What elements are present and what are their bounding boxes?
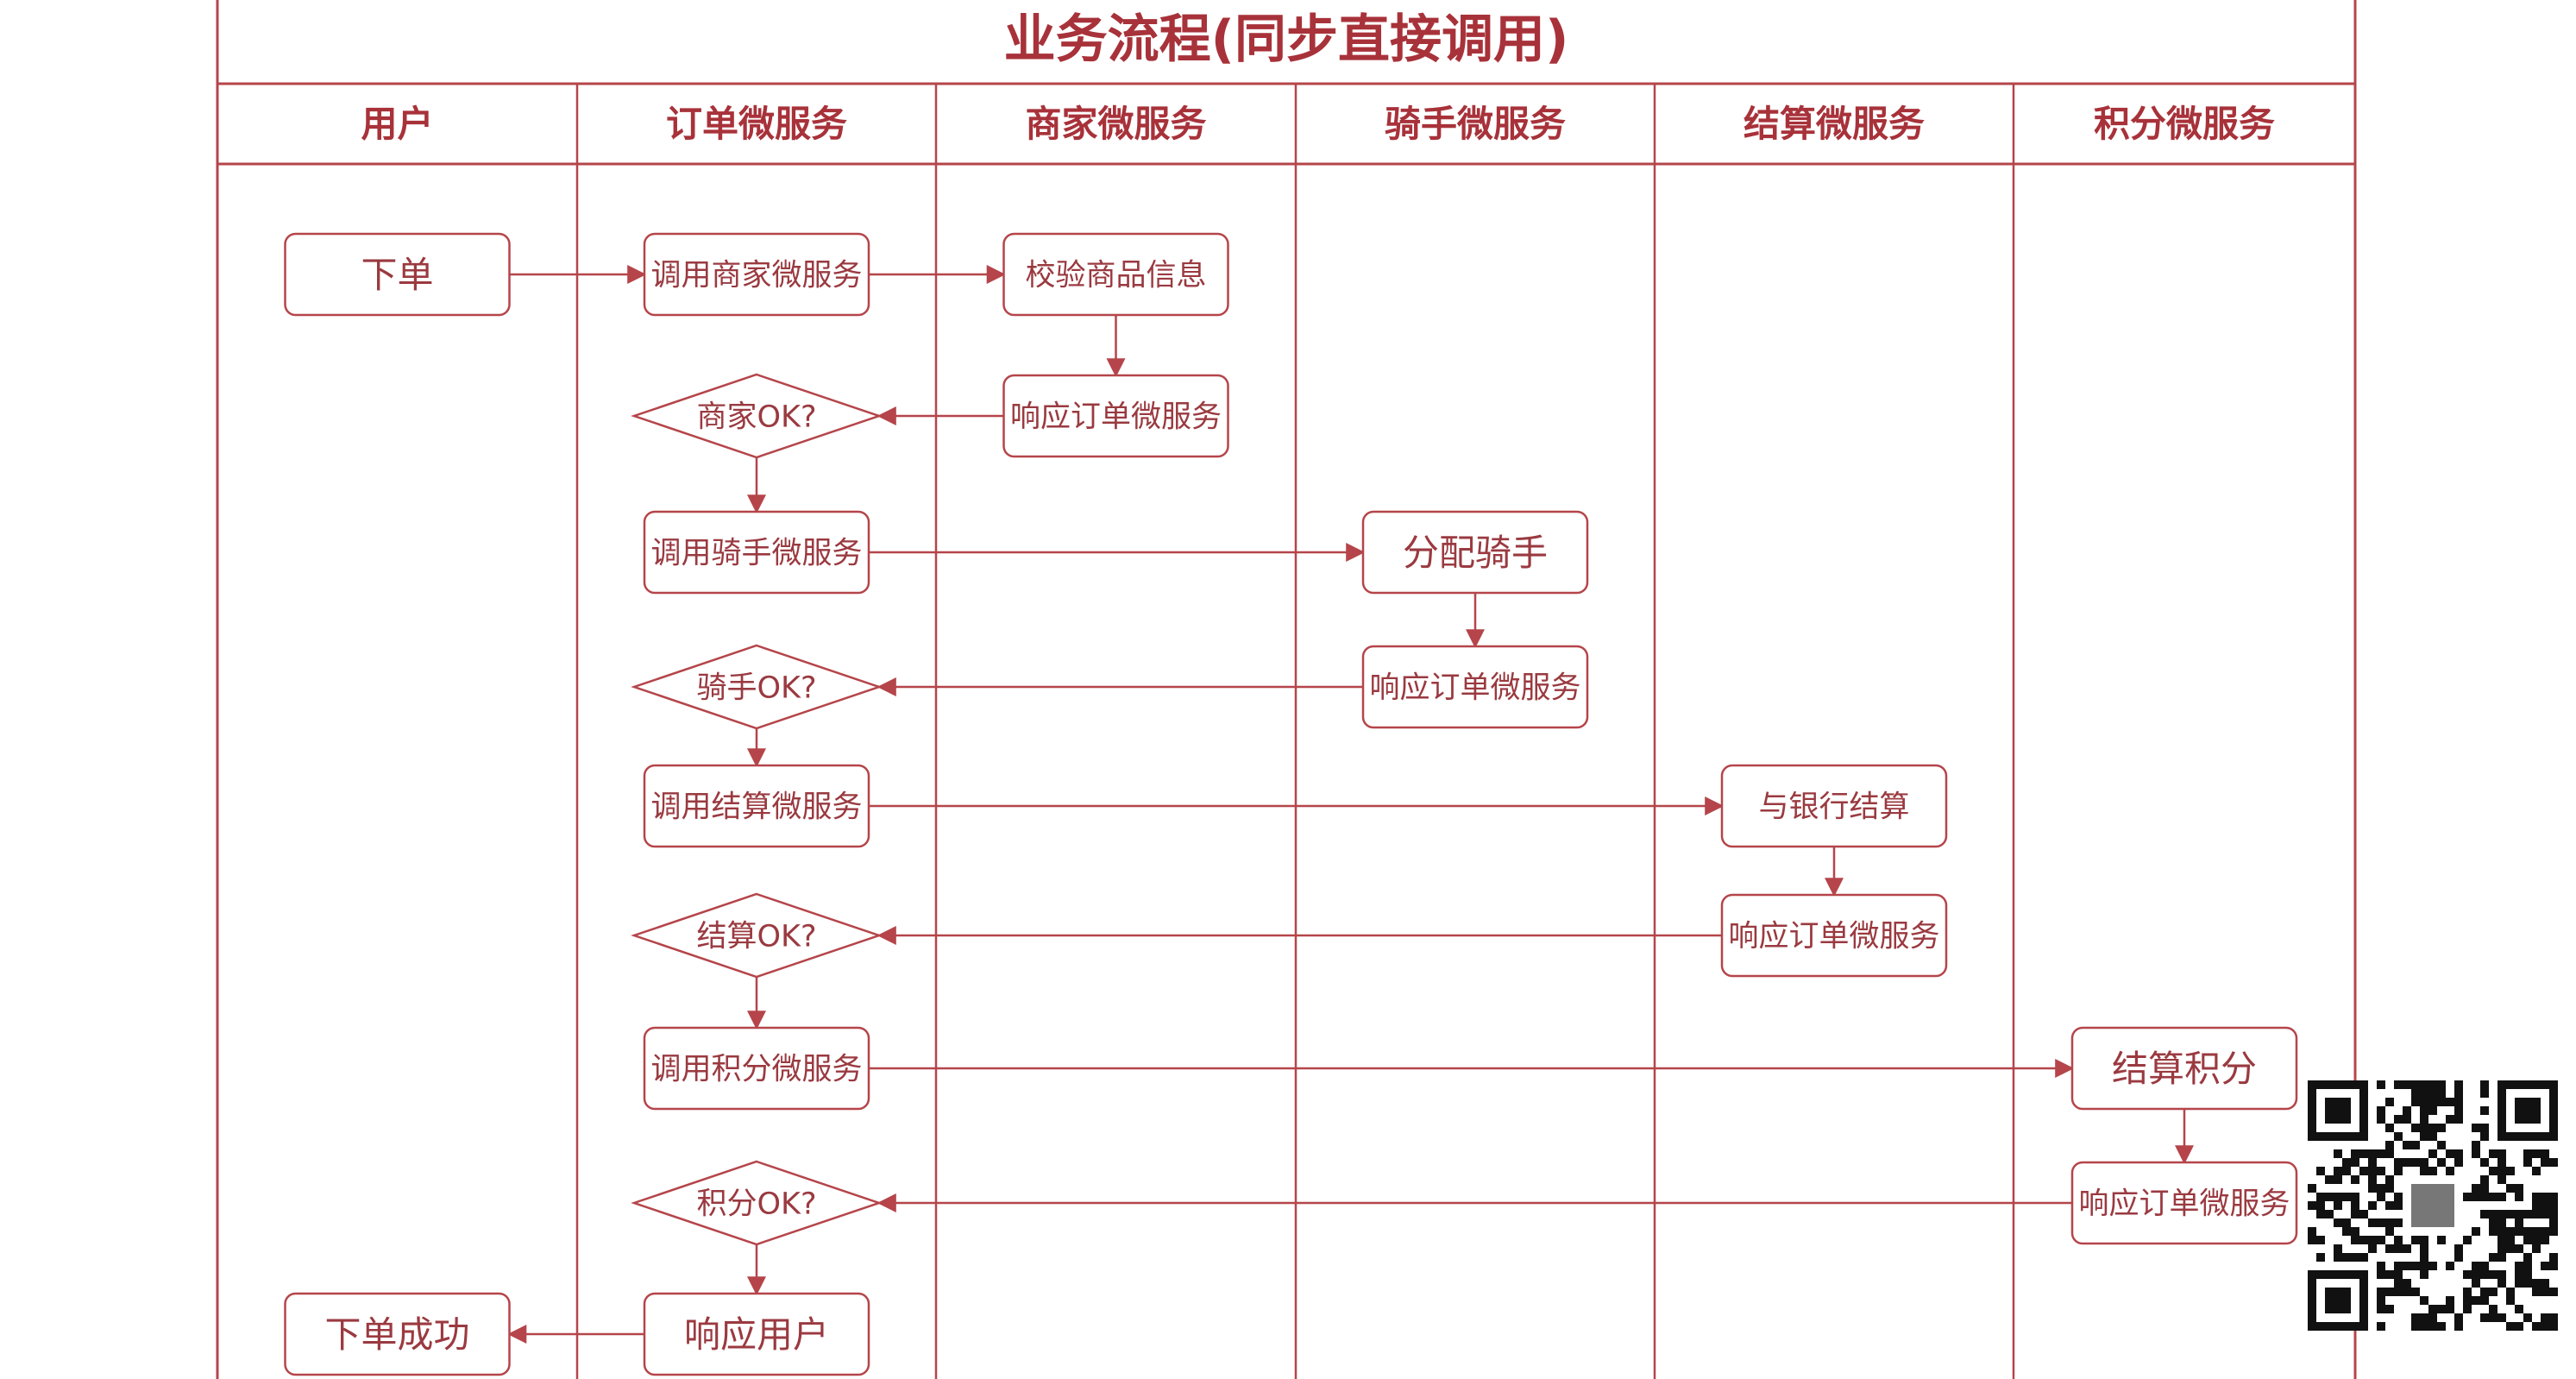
process-box bbox=[643, 764, 870, 848]
process-box bbox=[643, 1292, 870, 1376]
process-box bbox=[643, 510, 870, 595]
decision-shape bbox=[631, 644, 883, 730]
node-label: 校验商品信息 bbox=[1025, 259, 1206, 293]
node-label: 响应订单微服务 bbox=[1728, 920, 1939, 954]
process-settlement_reply: 响应订单微服务 bbox=[1720, 893, 1948, 978]
node-label: 响应订单微服务 bbox=[2078, 1187, 2290, 1222]
process-box bbox=[1720, 893, 1948, 978]
process-box bbox=[284, 1292, 511, 1376]
diagram-title: 业务流程(同步直接调用) bbox=[1004, 9, 1569, 70]
flow-edges bbox=[507, 265, 2194, 1344]
process-order_success: 下单成功 bbox=[284, 1292, 511, 1376]
decision-settlement_ok: 结算OK? bbox=[631, 892, 883, 979]
node-label: 响应用户 bbox=[684, 1313, 829, 1356]
node-label: 调用积分微服务 bbox=[650, 1053, 862, 1087]
decision-shape bbox=[631, 892, 883, 979]
lane-dividers bbox=[575, 84, 2015, 1379]
node-label: 结算积分 bbox=[2112, 1048, 2257, 1090]
lane-header-user: 用户 bbox=[361, 103, 433, 145]
lane-header-rider: 骑手微服务 bbox=[1385, 103, 1566, 145]
node-label: 调用结算微服务 bbox=[650, 790, 862, 825]
process-call_points: 调用积分微服务 bbox=[643, 1026, 870, 1111]
process-box bbox=[1361, 510, 1589, 595]
flow-nodes: 下单调用商家微服务校验商品信息响应订单微服务商家OK?调用骑手微服务分配骑手响应… bbox=[284, 232, 2298, 1376]
node-label: 响应订单微服务 bbox=[1369, 671, 1580, 706]
decision-merchant_ok: 商家OK? bbox=[631, 373, 883, 459]
process-place_order: 下单 bbox=[284, 232, 511, 317]
node-label: 下单成功 bbox=[324, 1313, 469, 1356]
decision-points_ok: 积分OK? bbox=[631, 1160, 883, 1246]
decision-shape bbox=[631, 1160, 883, 1246]
node-label: 与银行结算 bbox=[1758, 790, 1909, 825]
node-label: 调用商家微服务 bbox=[650, 259, 862, 293]
process-verify_goods: 校验商品信息 bbox=[1002, 232, 1229, 317]
process-box bbox=[284, 232, 511, 317]
process-box bbox=[643, 232, 870, 317]
process-box bbox=[1361, 645, 1589, 729]
process-points_reply: 响应订单微服务 bbox=[2070, 1161, 2298, 1245]
process-box bbox=[1002, 232, 1229, 317]
process-merchant_reply: 响应订单微服务 bbox=[1002, 374, 1229, 458]
process-reply_user: 响应用户 bbox=[643, 1292, 870, 1376]
lane-header-order: 订单微服务 bbox=[666, 103, 847, 145]
lane-headers: 用户 订单微服务 商家微服务 骑手微服务 结算微服务 积分微服务 bbox=[361, 103, 2275, 145]
process-box bbox=[1002, 374, 1229, 458]
lane-header-merchant: 商家微服务 bbox=[1025, 103, 1206, 145]
decision-rider_ok: 骑手OK? bbox=[631, 644, 883, 730]
node-label: 调用骑手微服务 bbox=[650, 537, 862, 571]
diagram-frame bbox=[216, 0, 2357, 1379]
process-box bbox=[643, 1026, 870, 1111]
process-assign_rider: 分配骑手 bbox=[1361, 510, 1589, 595]
process-bank_settle: 与银行结算 bbox=[1720, 764, 1948, 848]
node-label: 骑手OK? bbox=[696, 671, 816, 706]
process-rider_reply: 响应订单微服务 bbox=[1361, 645, 1589, 729]
process-box bbox=[2070, 1026, 2298, 1111]
lane-header-settlement: 结算微服务 bbox=[1744, 103, 1925, 145]
node-label: 商家OK? bbox=[696, 400, 816, 435]
qr-code-icon bbox=[2308, 1080, 2558, 1331]
decision-shape bbox=[631, 373, 883, 459]
node-label: 下单 bbox=[361, 254, 433, 296]
node-label: 结算OK? bbox=[696, 920, 816, 954]
process-call_rider: 调用骑手微服务 bbox=[643, 510, 870, 595]
process-call_merchant: 调用商家微服务 bbox=[643, 232, 870, 317]
node-label: 积分OK? bbox=[696, 1187, 816, 1222]
process-box bbox=[1720, 764, 1948, 848]
process-box bbox=[2070, 1161, 2298, 1245]
node-label: 响应订单微服务 bbox=[1010, 400, 1222, 435]
process-settle_points: 结算积分 bbox=[2070, 1026, 2298, 1111]
lane-header-points: 积分微服务 bbox=[2094, 103, 2275, 145]
node-label: 分配骑手 bbox=[1403, 532, 1548, 574]
process-call_settlement: 调用结算微服务 bbox=[643, 764, 870, 848]
